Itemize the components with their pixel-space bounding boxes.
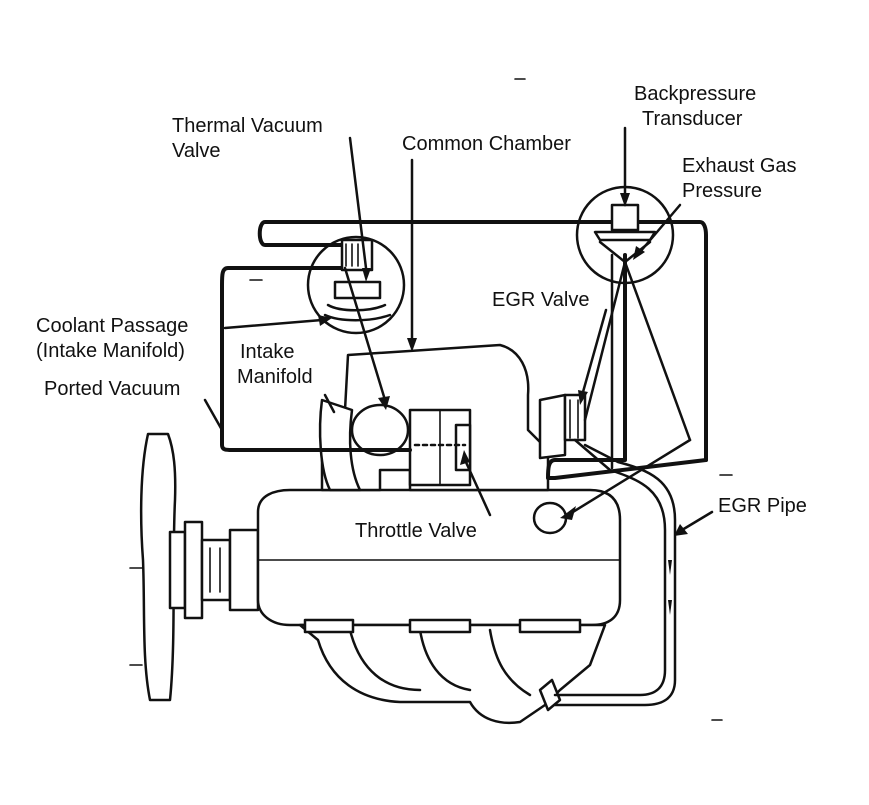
label-intake-manifold-line2: Manifold <box>237 366 313 388</box>
engine-block <box>256 488 622 627</box>
exhaust-manifold <box>298 618 607 724</box>
label-backpressure-transducer-line2: Transducer <box>642 108 743 130</box>
intake-manifold <box>318 343 550 492</box>
label-thermal-vacuum-valve-line1: Thermal Vacuum <box>172 115 323 137</box>
label-exhaust-gas-pressure-line2: Pressure <box>682 180 762 202</box>
label-exhaust-gas-pressure-line1: Exhaust Gas <box>682 155 797 177</box>
egr-valve-body <box>538 393 587 460</box>
label-thermal-vacuum-valve-line2: Valve <box>172 140 221 162</box>
vacuum-hoses <box>220 220 708 480</box>
leader-lines <box>203 126 714 536</box>
transducer-leader-cone <box>560 260 692 520</box>
label-backpressure-transducer-line1: Backpressure <box>634 83 756 105</box>
label-coolant-passage-line1: Coolant Passage <box>36 315 188 337</box>
label-egr-valve: EGR Valve <box>492 289 589 311</box>
label-egr-pipe: EGR Pipe <box>718 495 807 517</box>
label-throttle-valve: Throttle Valve <box>355 520 477 542</box>
label-common-chamber: Common Chamber <box>402 133 571 155</box>
label-ported-vacuum: Ported Vacuum <box>44 378 180 400</box>
label-intake-manifold-line1: Intake <box>240 341 294 363</box>
labels: Backpressure Transducer Thermal Vacuum V… <box>36 83 807 542</box>
flywheel <box>139 432 260 702</box>
label-coolant-passage-line2: (Intake Manifold) <box>36 340 185 362</box>
